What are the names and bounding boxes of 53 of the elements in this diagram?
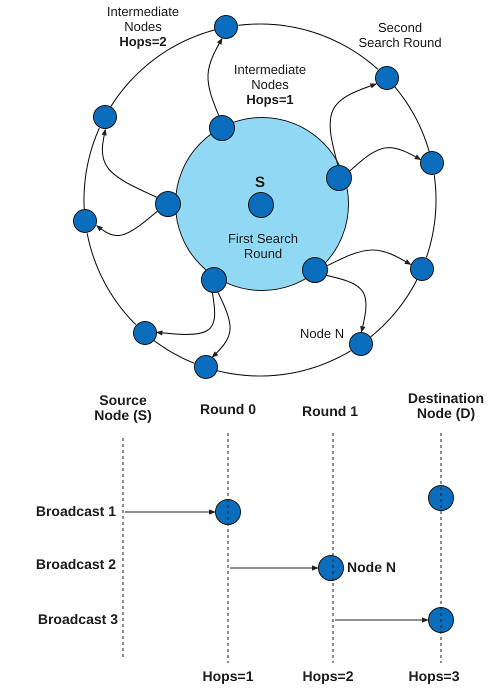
curved-arrow xyxy=(212,292,231,358)
node-circle xyxy=(374,66,399,90)
curved-arrow xyxy=(207,38,223,116)
label-text: Broadcast 2 xyxy=(34,557,116,572)
node-label: Node N xyxy=(347,560,397,575)
label-text: Round 0 xyxy=(199,402,257,417)
label-text: Hops=2 xyxy=(302,669,354,684)
node-label: S xyxy=(254,175,266,190)
curved-arrow xyxy=(326,274,367,333)
area-label: First Search Round xyxy=(226,231,300,261)
node-circle xyxy=(428,485,454,511)
node-circle xyxy=(214,15,238,40)
label-text: Destination Node (D) xyxy=(406,391,486,421)
curved-arrow xyxy=(327,249,412,266)
ring-line xyxy=(238,23,378,70)
label-text: Hops=1 xyxy=(202,669,254,684)
label-text: Broadcast 1 xyxy=(34,504,116,519)
node-circle xyxy=(248,192,274,218)
ring-line xyxy=(370,279,418,338)
node-circle xyxy=(348,332,373,356)
label-text: Hops=3 xyxy=(408,669,460,684)
arrow xyxy=(125,509,216,515)
node-circle xyxy=(215,499,241,525)
label-text: Round 1 xyxy=(301,404,359,419)
node-label: Node N xyxy=(300,326,346,341)
node-circle xyxy=(318,555,344,581)
ring-line xyxy=(394,86,430,152)
annotation-text: Second Search Round xyxy=(357,20,443,50)
ring-line xyxy=(217,350,352,377)
label-text: Broadcast 3 xyxy=(36,612,118,627)
node-circle xyxy=(73,209,98,234)
curved-arrow xyxy=(156,292,216,336)
curved-arrow xyxy=(350,147,422,172)
annotation-text: Intermediate Nodes Hops=2 xyxy=(106,4,180,49)
ring-line xyxy=(154,340,195,364)
node-circle xyxy=(132,320,157,345)
ring-line xyxy=(86,233,136,326)
curved-arrow xyxy=(96,210,158,236)
node-circle xyxy=(155,191,181,217)
node-circle xyxy=(92,105,117,130)
node-circle xyxy=(410,256,434,281)
ring-line xyxy=(83,128,100,210)
arrow xyxy=(335,617,429,623)
node-circle xyxy=(194,355,218,380)
curved-arrow xyxy=(330,83,377,166)
ring-line xyxy=(426,175,437,258)
label-text: Source Node (S) xyxy=(93,393,153,423)
node-circle xyxy=(420,151,444,176)
annotation-text: Intermediate Nodes Hops=1 xyxy=(232,62,308,107)
curved-arrow xyxy=(102,128,158,198)
ring-line xyxy=(110,29,215,108)
node-circle xyxy=(428,607,454,633)
arrow xyxy=(230,565,319,571)
